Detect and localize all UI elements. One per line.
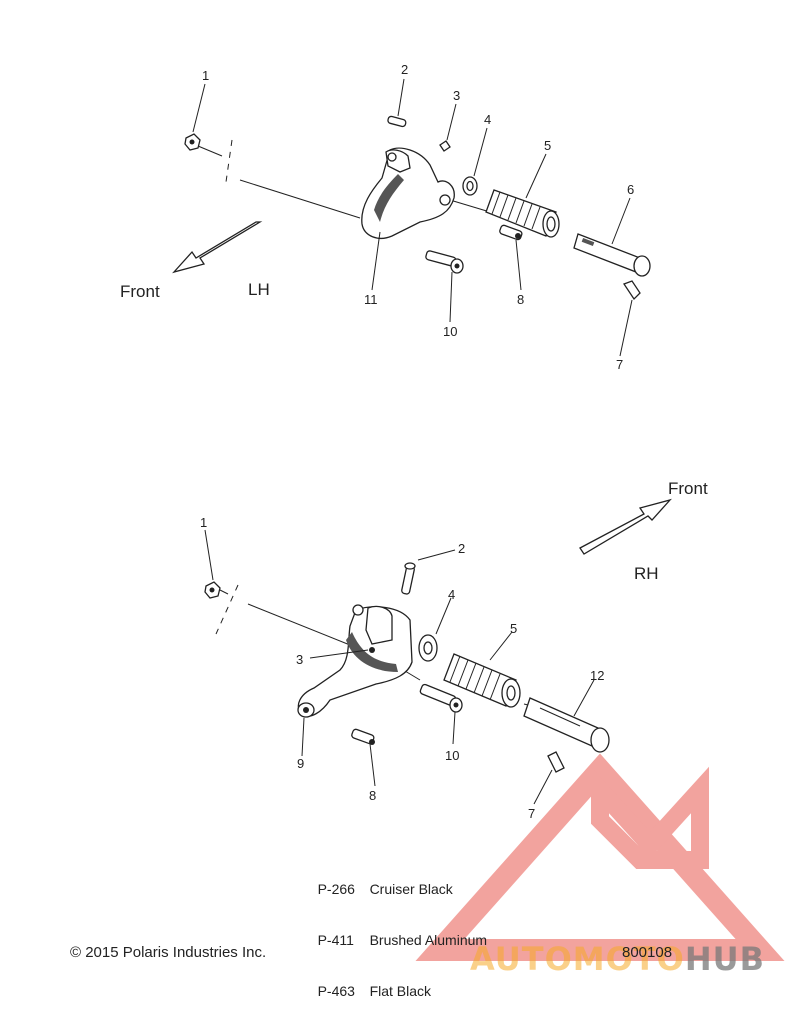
finish-code: P-411 bbox=[317, 932, 354, 948]
rh-front-label: Front bbox=[668, 479, 708, 498]
rh-pin-part-2 bbox=[401, 562, 416, 595]
lh-callout-6: 6 bbox=[627, 182, 634, 197]
rh-leader-lines bbox=[204, 529, 595, 805]
lh-callout-10: 10 bbox=[443, 324, 457, 339]
lh-clip-part-3 bbox=[439, 140, 451, 152]
finish-name: Flat Black bbox=[369, 983, 432, 999]
copyright-notice: © 2015 Polaris Industries Inc. bbox=[70, 944, 267, 961]
rh-washer-part-4 bbox=[418, 634, 438, 662]
lh-footpeg-bracket-part-11 bbox=[361, 147, 455, 239]
rh-nut-part-1 bbox=[204, 581, 221, 599]
lh-callout-2: 2 bbox=[401, 62, 408, 77]
rh-cotter-part-7 bbox=[547, 751, 565, 773]
rh-axis-line-left bbox=[219, 589, 229, 595]
finish-name: Brushed Aluminum bbox=[369, 932, 488, 948]
lh-front-arrow-icon bbox=[172, 221, 263, 274]
finish-name: Cruiser Black bbox=[369, 881, 453, 897]
drawing-number: 800108 bbox=[622, 944, 673, 961]
lh-break-mark bbox=[225, 139, 233, 183]
lh-bolt-part-8 bbox=[499, 224, 523, 241]
lh-bolt-part-10 bbox=[425, 250, 464, 274]
rh-front-arrow-icon bbox=[579, 498, 672, 555]
lh-front-label: Front bbox=[120, 282, 160, 301]
rh-footpeg-bracket-part-9 bbox=[297, 604, 413, 718]
lh-leader-lines bbox=[192, 78, 633, 357]
rh-callout-4: 4 bbox=[448, 587, 455, 602]
rh-callout-8: 8 bbox=[369, 788, 376, 803]
finish-legend: P-266 Cruiser Black P-411 Brushed Aluminum… bbox=[302, 864, 488, 1017]
finish-row: P-463 Flat Black bbox=[302, 966, 487, 1017]
rh-callout-12: 12 bbox=[590, 668, 604, 683]
rh-callout-5: 5 bbox=[510, 621, 517, 636]
watermark-text: AUTOMOTOHUB bbox=[470, 940, 765, 978]
lh-washer-part-4 bbox=[462, 176, 478, 196]
finish-row: P-266 Cruiser Black bbox=[302, 864, 487, 915]
rh-footpeg-part-5 bbox=[443, 653, 521, 708]
lh-axis-line-left bbox=[197, 145, 223, 157]
lh-callout-5: 5 bbox=[544, 138, 551, 153]
lh-nut-part-1 bbox=[184, 133, 201, 151]
rh-callout-2: 2 bbox=[458, 541, 465, 556]
lh-callout-1: 1 bbox=[202, 68, 209, 83]
rh-callout-9: 9 bbox=[297, 756, 304, 771]
finish-code: P-463 bbox=[317, 983, 355, 999]
finish-code: P-266 bbox=[317, 881, 355, 897]
rh-callout-10: 10 bbox=[445, 748, 459, 763]
finish-row: P-411 Brushed Aluminum bbox=[302, 915, 488, 966]
rh-callout-7: 7 bbox=[528, 806, 535, 821]
lh-axis-line bbox=[239, 179, 361, 219]
lh-side-label: LH bbox=[248, 280, 270, 299]
rh-callout-1: 1 bbox=[200, 515, 207, 530]
lh-callout-7: 7 bbox=[616, 357, 623, 372]
lh-clevis-pin-part-6 bbox=[573, 233, 651, 277]
watermark-text-part1: AUTOMOTO bbox=[470, 940, 685, 978]
watermark-text-part2: HUB bbox=[684, 940, 766, 978]
lh-callout-3: 3 bbox=[453, 88, 460, 103]
rh-axis-line bbox=[247, 603, 351, 646]
lh-callout-8: 8 bbox=[517, 292, 524, 307]
lh-pin-part-2 bbox=[387, 115, 407, 128]
lh-axis-line-right bbox=[449, 199, 491, 213]
lh-view: 1 2 3 4 5 6 7 8 10 11 Front LH bbox=[120, 62, 651, 372]
rh-view: 1 2 3 4 5 12 7 8 9 10 Front RH bbox=[200, 479, 708, 821]
rh-callout-3: 3 bbox=[296, 652, 303, 667]
rh-side-label: RH bbox=[634, 564, 659, 583]
watermark-logo-icon bbox=[415, 753, 785, 961]
lh-cotter-part-7 bbox=[623, 280, 641, 301]
rh-break-mark bbox=[215, 584, 239, 635]
lh-callout-4: 4 bbox=[484, 112, 491, 127]
lh-footpeg-part-5 bbox=[485, 189, 560, 238]
rh-bolt-part-10 bbox=[419, 683, 463, 713]
rh-bolt-part-8 bbox=[351, 728, 375, 745]
lh-callout-11: 11 bbox=[364, 292, 378, 307]
rh-clevis-pin-part-12 bbox=[523, 697, 610, 753]
